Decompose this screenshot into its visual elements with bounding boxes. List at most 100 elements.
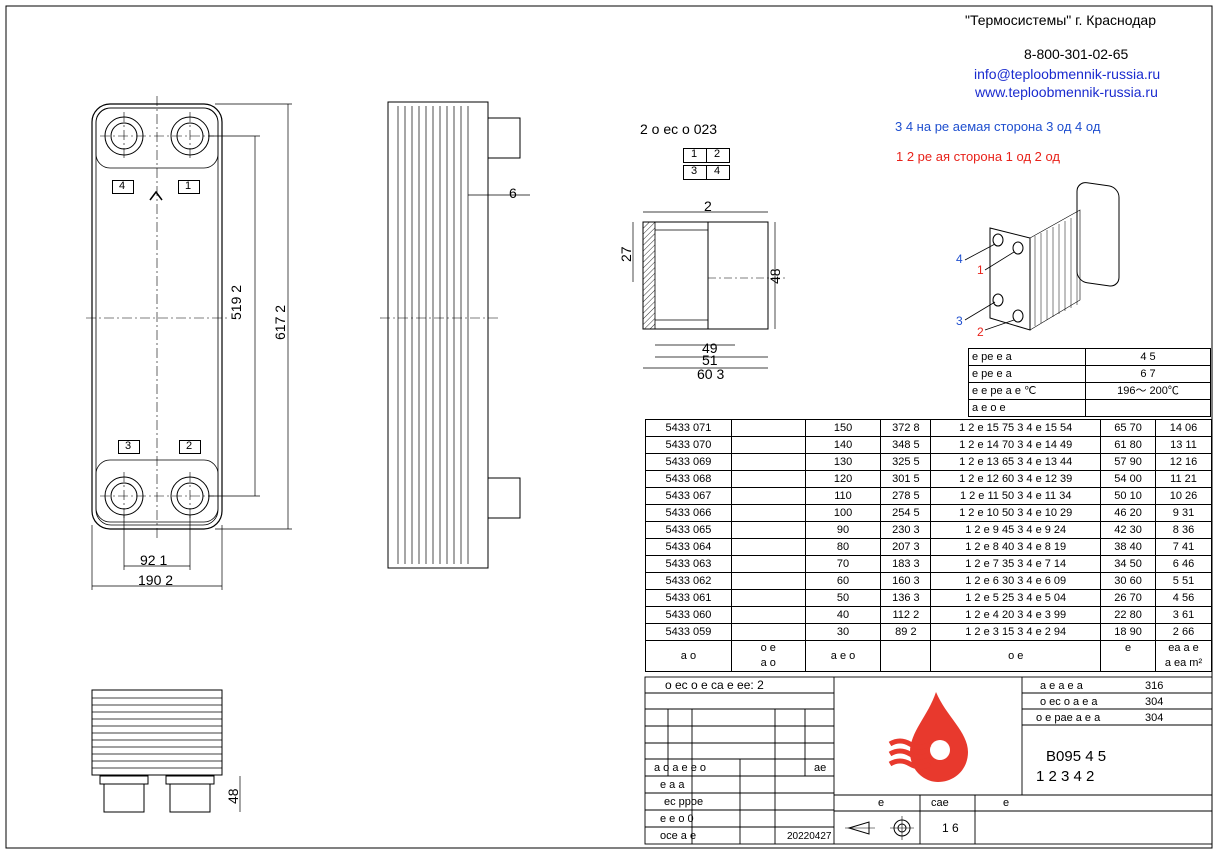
model-code: 5433 066 [645,504,732,522]
iso-view [964,182,1120,331]
weight-cell: 30 60 [1100,572,1156,590]
length-cell: 160 3 [880,572,932,590]
length-cell: 372 8 [880,419,932,437]
blue-side-legend: 3 4 на ре аемая сторона 3 од 4 од [895,119,1101,134]
col-header-empty [880,640,932,672]
area-cell: 3 61 [1155,606,1212,624]
material-value: 304 [1145,712,1164,724]
table-row: 5433 066 100 254 5 1 2 е 10 50 3 4 е 10 … [645,504,1212,522]
area-cell: 6 46 [1155,555,1212,573]
spec-row: е ре е а 6 7 [968,365,1211,383]
table-row: 5433 065 90 230 3 1 2 е 9 45 3 4 е 9 24 … [645,521,1212,539]
spec-label: е ре е а [968,348,1086,366]
port-label-box [112,180,134,194]
weight-cell: 22 80 [1100,606,1156,624]
empty-cell [730,606,806,624]
port-label: 4 [118,180,126,192]
plate-count-cell: 40 [804,606,882,624]
port-label-box [118,440,140,454]
port-cell-label: 2 [713,148,721,160]
connections-cell: 1 2 е 8 40 3 4 е 8 19 [930,538,1102,556]
spec-label: а е о е [968,399,1086,417]
dim-nozzle-top: 2 [704,198,712,214]
company-name: "Термосистемы" г. Краснодар [965,12,1156,28]
plate-count-cell: 100 [804,504,882,522]
drawing-date: 20220427 [787,831,832,842]
empty-cell [730,555,806,573]
table-row: 5433 061 50 136 3 1 2 е 5 25 3 4 е 5 04 … [645,589,1212,607]
left-row-right: ае [814,762,827,774]
length-cell: 278 5 [880,487,932,505]
empty-cell [730,521,806,539]
dim-gap: 6 [509,185,517,201]
phone-number: 8-800-301-02-65 [1024,46,1129,62]
model-code: 5433 071 [645,419,732,437]
col-header: а е о [804,640,882,672]
plate-count: о ес о е са е ее: 2 [665,678,764,692]
spec-value: 6 7 [1085,365,1211,383]
weight-cell: 46 20 [1100,504,1156,522]
projection-symbol [845,816,914,840]
weight-cell: 42 30 [1100,521,1156,539]
area-cell: 8 36 [1155,521,1212,539]
iso-label: 3 [956,314,963,328]
table-row: 5433 063 70 183 3 1 2 е 7 35 3 4 е 7 14 … [645,555,1212,573]
length-cell: 325 5 [880,453,932,471]
weight-cell: 54 00 [1100,470,1156,488]
weight-cell: 26 70 [1100,589,1156,607]
area-cell: 9 31 [1155,504,1212,522]
empty-cell [730,623,806,641]
area-cell: 10 26 [1155,487,1212,505]
drawing-scale: 1 6 [942,821,959,835]
left-row: а о а е е о [654,762,706,774]
company-logo [888,692,968,782]
dim-plate-width: 190 2 [138,572,174,588]
port-label-box [178,180,200,194]
weight-cell: 50 10 [1100,487,1156,505]
plate-count-cell: 90 [804,521,882,539]
models-table: 5433 071 150 372 8 1 2 е 15 75 3 4 е 15 … [645,419,1212,672]
connections-cell: 1 2 е 12 60 3 4 е 12 39 [930,470,1102,488]
area-cell: 5 51 [1155,572,1212,590]
left-row: е а а [660,779,685,791]
model-code: 5433 061 [645,589,732,607]
dim-bottom: 48 [225,788,241,804]
left-row: осе а е [660,830,697,842]
dim-outer-height: 617 2 [272,304,288,340]
plate-count-cell: 60 [804,572,882,590]
spec-row: е е ре а е ℃ 196～ 200℃ [968,382,1211,400]
dim-nozzle-49: 49 [702,340,718,356]
length-cell: 136 3 [880,589,932,607]
model-code: 5433 062 [645,572,732,590]
email-link[interactable]: info@teploobmennik-russia.ru [974,66,1161,82]
area-cell: 14 06 [1155,419,1212,437]
length-cell: 207 3 [880,538,932,556]
material-label: о е рае а е а [1036,712,1101,724]
material-label: а е а е а [1040,680,1083,692]
connections-cell: 1 2 е 13 65 3 4 е 13 44 [930,453,1102,471]
length-cell: 348 5 [880,436,932,454]
col-header: а о [645,640,732,672]
table-row: 5433 062 60 160 3 1 2 е 6 30 3 4 е 6 09 … [645,572,1212,590]
bottom-label: е [1003,797,1010,809]
material-value: 304 [1145,696,1164,708]
model-subtitle: 1 2 3 4 2 [1036,768,1095,785]
area-cell: 11 21 [1155,470,1212,488]
plate-count-cell: 130 [804,453,882,471]
connections-cell: 1 2 е 6 30 3 4 е 6 09 [930,572,1102,590]
connections-cell: 1 2 е 9 45 3 4 е 9 24 [930,521,1102,539]
website-link[interactable]: www.teploobmennik-russia.ru [975,84,1158,100]
plate-count-cell: 30 [804,623,882,641]
spec-value: 4 5 [1085,348,1211,366]
iso-label: 1 [977,263,984,277]
plate-count-cell: 80 [804,538,882,556]
connections-cell: 1 2 е 15 75 3 4 е 15 54 [930,419,1102,437]
model-code: 5433 070 [645,436,732,454]
table-row: 5433 070 140 348 5 1 2 е 14 70 3 4 е 14 … [645,436,1212,454]
col-header: о е [930,640,1102,672]
connections-cell: 1 2 е 14 70 3 4 е 14 49 [930,436,1102,454]
